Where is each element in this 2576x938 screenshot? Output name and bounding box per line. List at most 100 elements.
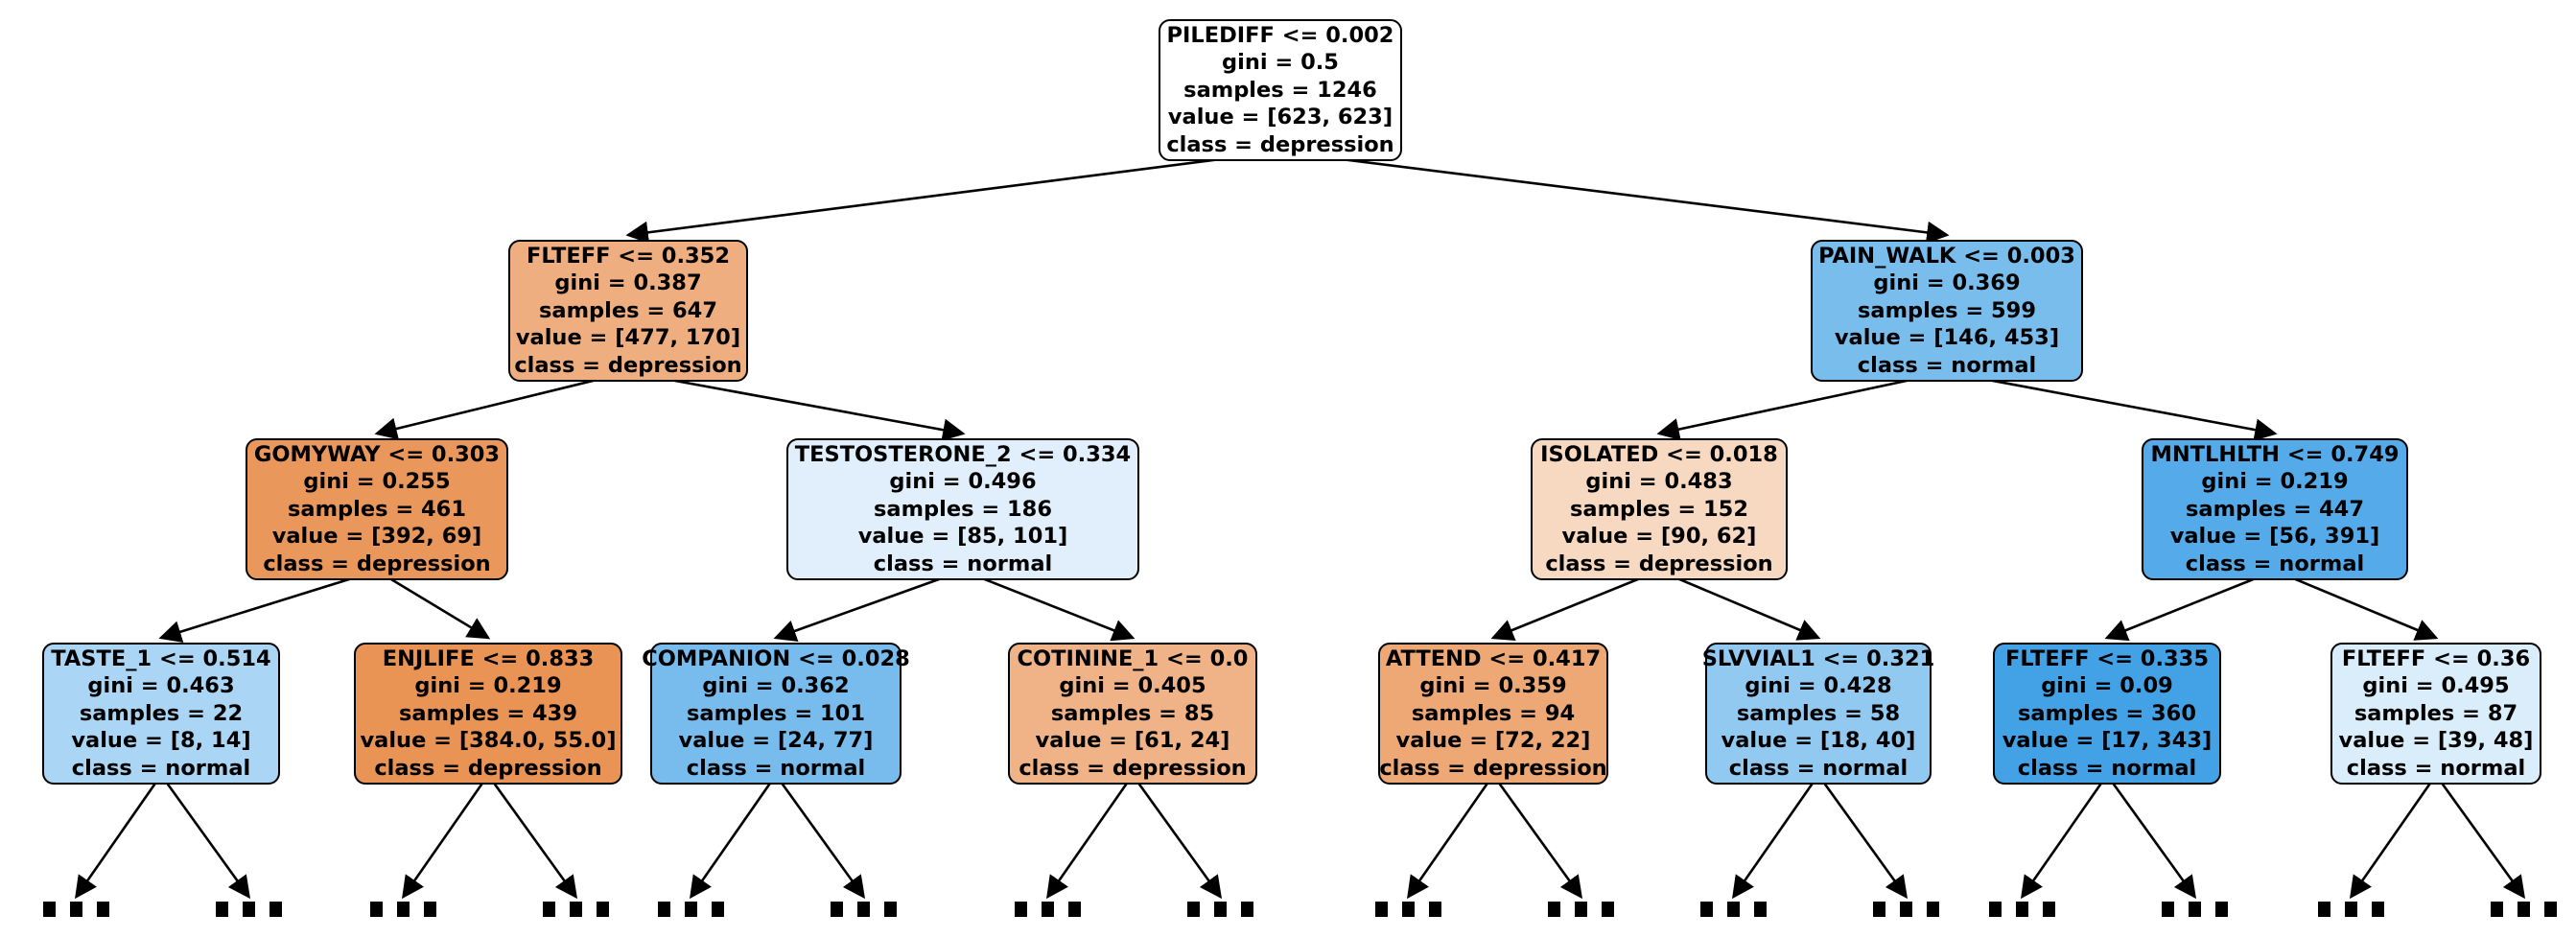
ellipsis-dot — [1042, 902, 1054, 917]
tree-node-gomyway: GOMYWAY <= 0.303 gini = 0.255 samples = … — [246, 438, 508, 580]
truncated-subtree-ellipsis — [543, 902, 609, 917]
ellipsis-dot — [1602, 902, 1614, 917]
node-split-condition: FLTEFF <= 0.335 — [2005, 645, 2209, 671]
tree-node-enjlife: ENJLIFE <= 0.833 gini = 0.219 samples = … — [354, 643, 622, 785]
truncated-subtree-ellipsis — [1989, 902, 2055, 917]
tree-edge — [75, 774, 163, 900]
ellipsis-dot — [424, 902, 436, 917]
node-value: value = [61, 24] — [1035, 728, 1230, 754]
truncated-subtree-ellipsis — [2318, 902, 2384, 917]
node-gini: gini = 0.09 — [2041, 673, 2173, 699]
truncated-subtree-ellipsis — [1873, 902, 1939, 917]
tree-edge — [1407, 774, 1495, 900]
tree-edge — [376, 569, 491, 640]
node-value: value = [39, 48] — [2338, 728, 2534, 754]
truncated-subtree-ellipsis — [370, 902, 436, 917]
truncated-subtree-ellipsis — [2491, 902, 2557, 917]
truncated-subtree-ellipsis — [43, 902, 109, 917]
ellipsis-dot — [543, 902, 555, 917]
ellipsis-dot — [831, 902, 843, 917]
tree-node-companion: COMPANION <= 0.028 gini = 0.362 samples … — [642, 643, 910, 785]
ellipsis-dot — [2345, 902, 2357, 917]
node-value: value = [384.0, 55.0] — [360, 728, 617, 754]
truncated-subtree-ellipsis — [1375, 902, 1441, 917]
tree-node-pain-walk: PAIN_WALK <= 0.003 gini = 0.369 samples … — [1811, 240, 2083, 382]
ellipsis-dot — [1548, 902, 1560, 917]
tree-edge — [1490, 569, 1660, 642]
node-class: class = normal — [1728, 755, 1909, 781]
ellipsis-dot — [1927, 902, 1939, 917]
node-split-condition: TASTE_1 <= 0.514 — [51, 645, 271, 671]
node-split-condition: TESTOSTERONE_2 <= 0.334 — [794, 441, 1132, 467]
node-value: value = [24, 77] — [678, 728, 874, 754]
node-gini: gini = 0.387 — [554, 270, 702, 296]
node-value: value = [90, 62] — [1561, 524, 1757, 550]
node-split-condition: ATTEND <= 0.417 — [1385, 645, 1602, 671]
node-class: class = normal — [2346, 755, 2526, 781]
tree-edge — [2105, 774, 2197, 900]
node-split-condition: FLTEFF <= 0.352 — [527, 243, 730, 269]
ellipsis-dot — [2043, 902, 2055, 917]
ellipsis-dot — [2215, 902, 2228, 917]
node-class: class = depression — [1379, 755, 1607, 781]
ellipsis-dot — [2162, 902, 2174, 917]
tree-edge — [158, 569, 378, 643]
tree-edge — [1656, 370, 1948, 441]
node-split-condition: COMPANION <= 0.028 — [642, 645, 910, 671]
ellipsis-dot — [70, 902, 82, 917]
node-samples: samples = 599 — [1858, 297, 2036, 323]
ellipsis-dot — [884, 902, 897, 917]
truncated-subtree-ellipsis — [2162, 902, 2228, 917]
tree-node-slvvial1: SLVVIAL1 <= 0.321 gini = 0.428 samples =… — [1701, 643, 1935, 785]
tree-edge — [1131, 774, 1223, 900]
ellipsis-dot — [1214, 902, 1227, 917]
tree-edge — [2434, 774, 2526, 900]
truncated-subtree-ellipsis — [1700, 902, 1767, 917]
node-split-condition: ISOLATED <= 0.018 — [1540, 441, 1778, 467]
node-class: class = depression — [1166, 131, 1394, 157]
ellipsis-dot — [712, 902, 724, 917]
ellipsis-dot — [1402, 902, 1415, 917]
ellipsis-dot — [1700, 902, 1713, 917]
node-class: class = depression — [374, 755, 602, 781]
tree-edge — [774, 774, 866, 900]
node-split-condition: FLTEFF <= 0.36 — [2341, 645, 2531, 671]
tree-node-root-pilediff: PILEDIFF <= 0.002 gini = 0.5 samples = 1… — [1159, 19, 1402, 161]
node-samples: samples = 87 — [2354, 700, 2518, 726]
ellipsis-dot — [570, 902, 582, 917]
node-gini: gini = 0.495 — [2362, 673, 2510, 699]
node-class: class = depression — [1019, 755, 1247, 781]
tree-edge — [1816, 774, 1909, 900]
node-split-condition: SLVVIAL1 <= 0.321 — [1701, 645, 1935, 671]
ellipsis-dot — [243, 902, 255, 917]
ellipsis-dot — [1429, 902, 1441, 917]
truncated-subtree-ellipsis — [1015, 902, 1081, 917]
tree-edge — [690, 774, 778, 900]
ellipsis-dot — [1754, 902, 1767, 917]
ellipsis-dot — [2544, 902, 2557, 917]
node-split-condition: PAIN_WALK <= 0.003 — [1818, 243, 2075, 269]
ellipsis-dot — [1900, 902, 1912, 917]
truncated-subtree-ellipsis — [1548, 902, 1614, 917]
node-class: class = normal — [71, 755, 251, 781]
tree-edge — [1946, 370, 2278, 441]
node-class: class = depression — [1545, 551, 1773, 576]
node-class: class = normal — [686, 755, 866, 781]
node-gini: gini = 0.359 — [1419, 673, 1567, 699]
tree-node-isolated: ISOLATED <= 0.018 gini = 0.483 samples =… — [1531, 438, 1788, 580]
tree-edge — [962, 569, 1136, 642]
tree-node-mntlhlth: MNTLHLTH <= 0.749 gini = 0.219 samples =… — [2142, 438, 2408, 580]
ellipsis-dot — [43, 902, 56, 917]
truncated-subtree-ellipsis — [831, 902, 897, 917]
node-gini: gini = 0.428 — [1745, 673, 1892, 699]
tree-edge — [2350, 774, 2438, 900]
tree-edge — [773, 569, 964, 642]
ellipsis-dot — [269, 902, 282, 917]
ellipsis-dot — [1187, 902, 1200, 917]
node-samples: samples = 1246 — [1183, 77, 1377, 103]
node-samples: samples = 186 — [874, 496, 1052, 522]
ellipsis-dot — [2491, 902, 2503, 917]
node-gini: gini = 0.219 — [414, 673, 562, 699]
node-split-condition: GOMYWAY <= 0.303 — [253, 441, 501, 467]
node-samples: samples = 461 — [288, 496, 466, 522]
